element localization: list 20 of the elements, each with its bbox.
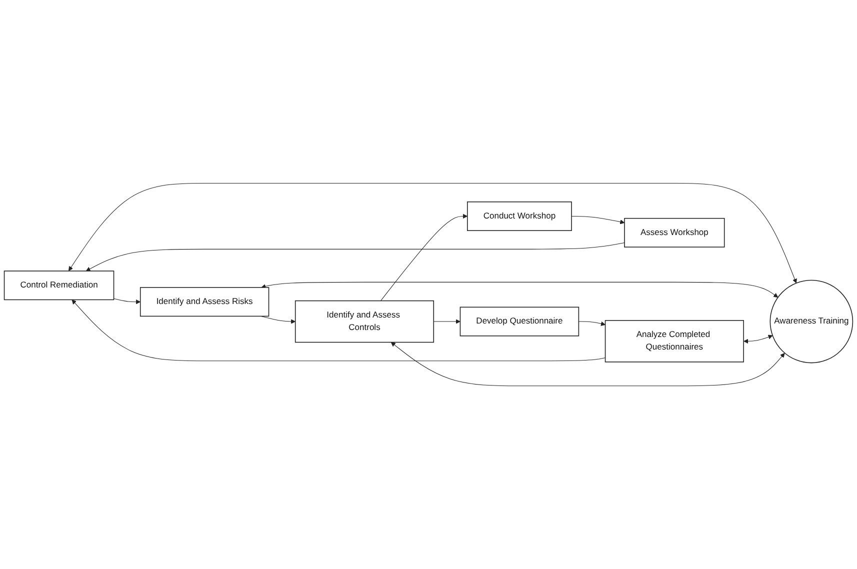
node-box: Identify and Assess Risks — [140, 287, 270, 317]
arrow — [744, 334, 773, 344]
arrow — [571, 216, 625, 224]
node-box: Develop Questionnaire — [460, 306, 580, 336]
arrow — [260, 316, 296, 324]
node-box: Conduct Workshop — [467, 201, 572, 231]
node-circle: Awareness Training — [770, 280, 854, 364]
node-box: Analyze Completed Questionnaires — [604, 320, 744, 362]
arrow — [433, 319, 460, 324]
arrow — [578, 321, 606, 326]
node-box: Assess Workshop — [624, 218, 725, 248]
arrow — [72, 299, 606, 362]
arrow — [114, 298, 141, 304]
arrow — [86, 242, 625, 272]
node-box: Identify and Assess Controls — [294, 300, 434, 343]
arrow — [380, 214, 468, 301]
node-box: Control Remediation — [4, 270, 114, 300]
arrow — [68, 182, 797, 284]
arrow — [390, 342, 785, 386]
arrow — [261, 282, 778, 298]
